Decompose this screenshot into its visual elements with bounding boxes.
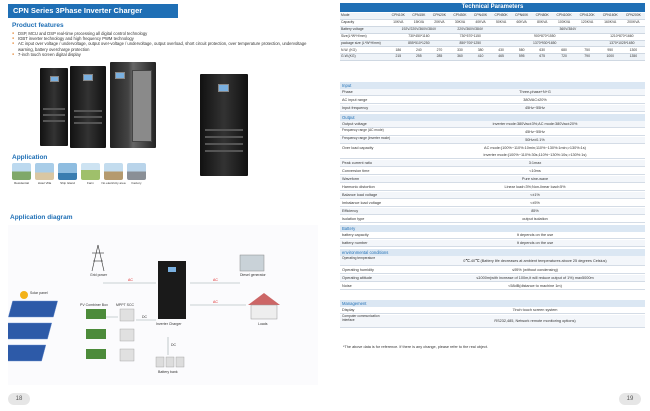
product-cabinet-medium bbox=[70, 66, 106, 148]
feature-item: IGBT inverter technology and high freque… bbox=[12, 36, 312, 41]
house-body-icon bbox=[250, 304, 278, 320]
factory-icon bbox=[127, 163, 146, 180]
combiner-box-icon bbox=[86, 309, 106, 359]
application-hotel: Hotel Villa bbox=[35, 163, 54, 185]
product-cabinet-open bbox=[110, 62, 156, 148]
cabinet-screen bbox=[115, 72, 125, 79]
sun-icon bbox=[20, 291, 28, 299]
solar-panel-icon bbox=[8, 300, 58, 362]
ac-label: AC bbox=[213, 300, 218, 304]
feature-item: 7-inch touch screen digital display bbox=[12, 52, 312, 57]
feature-item: AC input over voltage / undervoltage, ou… bbox=[12, 41, 312, 51]
table-row: Imbalance load voltage<±5% bbox=[340, 200, 645, 208]
footnote: *The above data is for reference. If the… bbox=[343, 345, 488, 349]
series-title: CPN Series 3Phase Inverter Charger bbox=[8, 4, 178, 18]
farm-icon bbox=[81, 163, 100, 180]
table-row: Frequency range (AC mode)45Hz~55Hz bbox=[340, 128, 645, 137]
table-row: Operating humidity≤95% (without condensi… bbox=[340, 267, 645, 275]
pv-box-label: PV Combiner Box bbox=[80, 303, 108, 307]
diesel-label: Diesel generator bbox=[240, 273, 266, 277]
dc-label: DC bbox=[142, 315, 148, 319]
table-row: Size(L*W*H/mm) 730*450*1160 730*570*1150… bbox=[340, 33, 645, 41]
features-list: DSP, MCU and DSP real-time processing al… bbox=[12, 31, 312, 57]
section-input: Input bbox=[340, 82, 645, 89]
house-roof-icon bbox=[248, 293, 280, 305]
table-row: Noise<58dB(distance to machine 1m) bbox=[340, 283, 645, 291]
grid-tower-icon bbox=[91, 244, 105, 272]
grid-label: Grid power bbox=[90, 273, 108, 277]
product-cabinet-large bbox=[200, 74, 248, 176]
remote-area-icon bbox=[104, 163, 123, 180]
loads-label: Loads bbox=[258, 322, 268, 326]
table-row: Battery voltage 192V/220V/360V/384V 220V… bbox=[340, 26, 645, 34]
tech-params-title: Technical Parameters bbox=[340, 3, 645, 12]
table-row: Operating altitude≤1000m(with increase o… bbox=[340, 275, 645, 283]
diagram-title: Application diagram bbox=[10, 214, 73, 221]
dc-label: DC bbox=[171, 343, 177, 347]
application-ship: Ship Island bbox=[58, 163, 77, 185]
section-environment: environmental conditions bbox=[340, 249, 645, 256]
page-number-left: 18 bbox=[8, 393, 30, 405]
table-row: package size (L*W*H/mm) 855*510*1250 850… bbox=[340, 40, 645, 48]
page-number-right: 19 bbox=[619, 393, 641, 405]
mppt-label: MPPT SCC bbox=[116, 303, 135, 307]
application-farm: Farm bbox=[81, 163, 100, 185]
application-remote: No electricity area bbox=[102, 163, 126, 185]
section-management: Management bbox=[340, 300, 645, 307]
ship-icon bbox=[58, 163, 77, 180]
inverter-label: Inverter Charger bbox=[156, 322, 182, 326]
product-cabinet-small bbox=[40, 68, 68, 146]
application-title: Application bbox=[12, 154, 48, 161]
battery-icon bbox=[155, 356, 185, 368]
mppt-icon bbox=[119, 308, 135, 362]
application-diagram: Grid power Diesel generator Solar panel … bbox=[8, 225, 318, 385]
villa-icon bbox=[35, 163, 54, 180]
battery-label: Battery bank bbox=[158, 370, 178, 374]
application-icons: Residential Hotel Villa Ship Island Farm… bbox=[12, 163, 146, 185]
cabinet-screen bbox=[83, 74, 93, 81]
table-row: Conversion time<10ms bbox=[340, 168, 645, 176]
section-battery: Battery bbox=[340, 225, 645, 232]
generator-icon bbox=[239, 254, 265, 272]
application-residential: Residential bbox=[12, 163, 31, 185]
cabinet-screen bbox=[50, 76, 59, 82]
table-row: Frequency range (inverter mode)50Hz±0.1% bbox=[340, 136, 645, 145]
house-icon bbox=[12, 163, 31, 180]
diagram-lines bbox=[8, 244, 280, 368]
ac-label: AC bbox=[128, 278, 133, 282]
application-factory: Factory bbox=[127, 163, 146, 185]
section-output: Output bbox=[340, 114, 645, 121]
solar-label: Solar panel bbox=[30, 291, 48, 295]
ac-label: AC bbox=[213, 278, 218, 282]
left-page: CPN Series 3Phase Inverter Charger Produ… bbox=[0, 0, 325, 411]
feature-item: DSP, MCU and DSP real-time processing al… bbox=[12, 31, 312, 36]
table-row: Balance load voltage<±1% bbox=[340, 192, 645, 200]
cabinet-screen bbox=[218, 84, 229, 92]
features-title: Product features bbox=[12, 22, 64, 29]
